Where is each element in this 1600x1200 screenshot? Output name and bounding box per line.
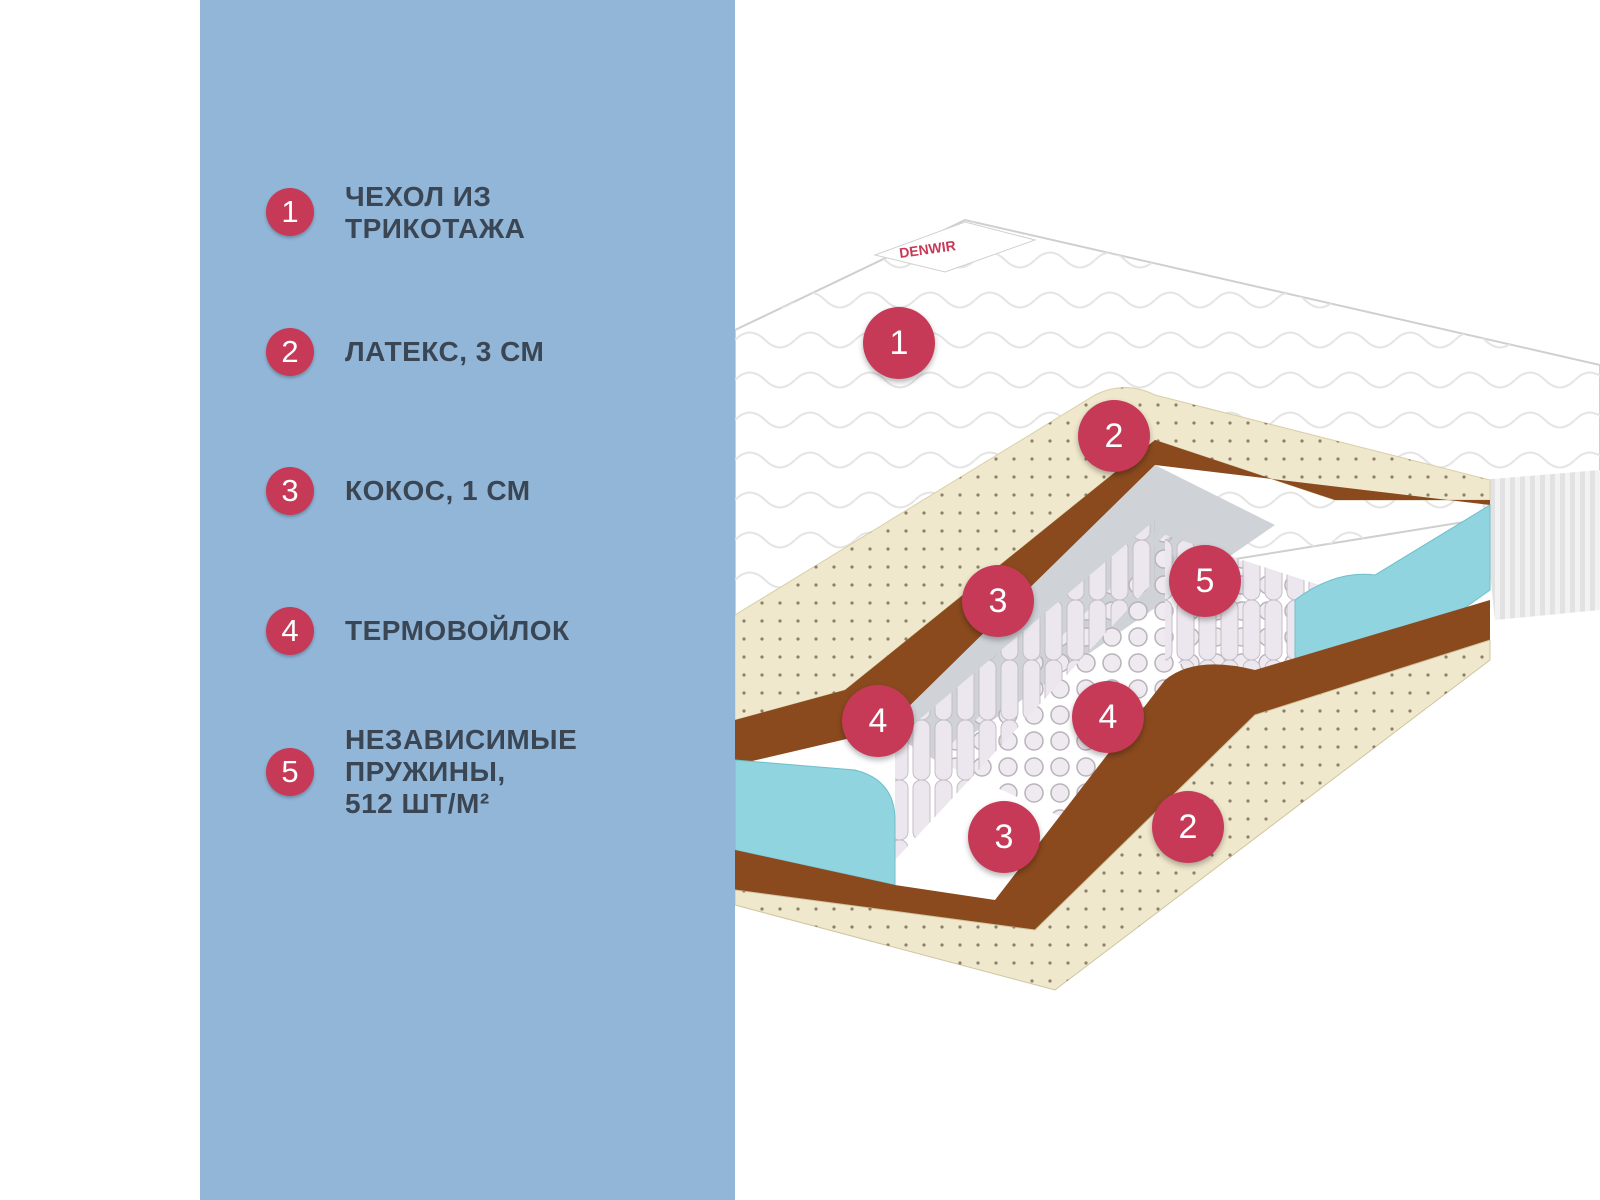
callout-badge-coconut: 3 [968, 801, 1040, 873]
callout-badge-latex: 2 [1152, 791, 1224, 863]
callout-badge-thermofelt: 4 [842, 685, 914, 757]
legend-number-badge: 4 [266, 607, 314, 655]
callout-badge-springs: 5 [1169, 545, 1241, 617]
callout-badge-thermofelt: 4 [1072, 681, 1144, 753]
legend-label: ТЕРМОВОЙЛОК [345, 615, 570, 646]
legend-number-badge: 5 [266, 748, 314, 796]
lower-coconut-layer [735, 600, 1490, 930]
foam-edge-left [735, 759, 896, 886]
mattress-illustration: DENWIR 1 2 3 5 4 4 [735, 0, 1600, 1200]
legend-label: ЧЕХОЛ ИЗ ТРИКОТАЖА [345, 181, 526, 244]
legend-number-badge: 1 [266, 188, 314, 236]
callout-badge-coconut: 3 [962, 565, 1034, 637]
brand-text: DENWIR [898, 237, 956, 261]
lower-latex-layer [735, 639, 1491, 991]
brand-label: DENWIR [873, 221, 1037, 273]
legend-label: КОКОС, 1 СМ [345, 475, 531, 506]
legend-number-badge: 3 [266, 467, 314, 515]
callout-badge-latex: 2 [1078, 400, 1150, 472]
mattress-cutaway-drawing: DENWIR [735, 218, 1600, 991]
upper-coconut-layer [735, 440, 1490, 765]
legend-label: НЕЗАВИСИМЫЕ ПРУЖИНЫ, 512 ШТ/М² [345, 724, 578, 819]
callout-badge-cover: 1 [863, 307, 935, 379]
legend-panel [200, 0, 735, 1200]
legend-label: ЛАТЕКС, 3 СМ [345, 336, 545, 367]
legend-number-badge: 2 [266, 328, 314, 376]
